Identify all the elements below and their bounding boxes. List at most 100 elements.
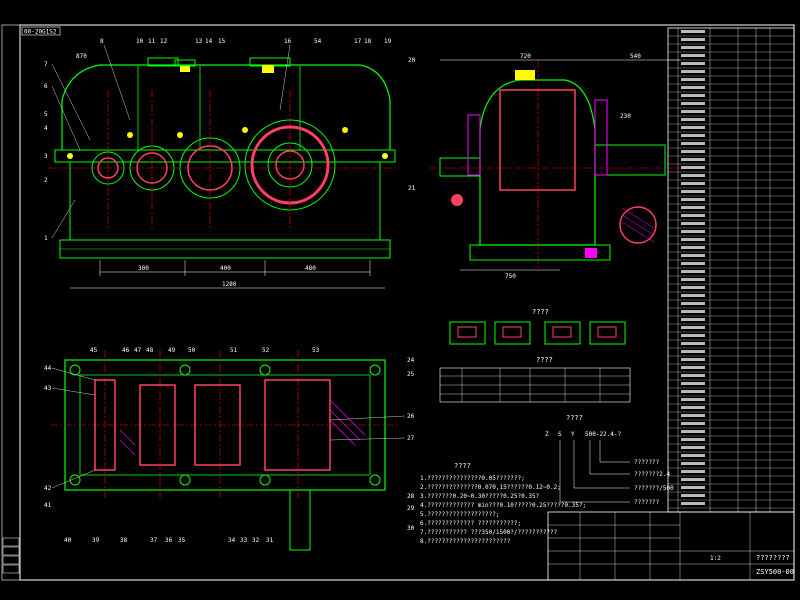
parts-list-entry-mark [681, 238, 705, 241]
callout-front: 21 [408, 185, 416, 192]
params-table-title: ???? [536, 356, 553, 364]
callout-plan: 34 [228, 537, 236, 544]
callout-plan: 37 [150, 537, 158, 544]
callout-front: 15 [218, 38, 226, 45]
parts-list-entry-mark [681, 102, 705, 105]
model-note: ???????/500 [634, 485, 674, 492]
callout-plan: 33 [240, 537, 248, 544]
parts-list-entry-mark [681, 438, 705, 441]
parts-list-entry-mark [681, 142, 705, 145]
callout-front: 6 [44, 83, 48, 90]
parts-list-entry-mark [681, 182, 705, 185]
callout-plan: 32 [252, 537, 260, 544]
parts-list-entry-mark [681, 190, 705, 193]
model-note: ??????? [634, 499, 660, 506]
title-part-label: ???????? [756, 554, 790, 562]
tech-req-line: 4.????????????? min???0.10?????0.25?????… [420, 502, 586, 509]
callout-plan: 36 [165, 537, 173, 544]
margin-box [2, 564, 20, 574]
callout-plan: 48 [146, 347, 154, 354]
callout-plan: 25 [407, 371, 415, 378]
dim-side-750: 750 [505, 273, 516, 280]
front-view: 300 400 480 1280 870 8 10 11 12 13 14 15… [44, 38, 416, 289]
callout-plan: 52 [262, 347, 270, 354]
callout-front: 1 [44, 235, 48, 242]
callout-plan: 50 [188, 347, 196, 354]
tech-req-line: 7.??????????? ???350/1500?/??????????? [420, 529, 558, 536]
parts-list-entry-mark [681, 78, 705, 81]
callout-front: 14 [205, 38, 213, 45]
dim-front-400: 400 [220, 265, 231, 272]
parts-list-entry-mark [681, 398, 705, 401]
title-block: ???????? ZSY500-00 1:2 [547, 511, 795, 581]
model-code-title: ???? [566, 414, 583, 422]
parts-list-entry-mark [681, 366, 705, 369]
tech-req-line: 3.???????0.20~0.30?????0.25?0.35? [420, 493, 540, 500]
callout-plan: 49 [168, 347, 176, 354]
parts-list-entry-mark [681, 134, 705, 137]
tech-req-line: 8.??????????????????????? [420, 538, 511, 545]
callout-plan: 46 [122, 347, 130, 354]
tech-requirements: ???? 1.???????????????0.05???????; 2.???… [420, 462, 586, 545]
callout-plan: 45 [90, 347, 98, 354]
parts-list-entry-mark [681, 230, 705, 233]
callout-plan: 39 [92, 537, 100, 544]
lube-sketches: ???? [449, 308, 626, 345]
callout-plan: 41 [44, 502, 52, 509]
title-drawing-name: ZSY500-00 [756, 568, 794, 576]
callout-plan: 30 [407, 525, 415, 532]
parts-list-entry-mark [681, 502, 705, 505]
parts-list-entry-mark [681, 342, 705, 345]
parts-list-entry-mark [681, 158, 705, 161]
parts-list-entry-mark [681, 214, 705, 217]
parts-list-entry-mark [681, 38, 705, 41]
callout-front: 11 [148, 38, 156, 45]
parts-list-entry-mark [681, 278, 705, 281]
model-letter-y: Y [571, 431, 575, 438]
parts-list-entry-mark [681, 310, 705, 313]
dim-front-1280: 1280 [222, 281, 237, 288]
callout-front: 54 [314, 38, 322, 45]
callout-front: 8 [100, 38, 104, 45]
callout-plan: 44 [44, 365, 52, 372]
margin-box [2, 546, 20, 556]
model-spec: 500-22.4-? [585, 431, 622, 438]
parts-list-entry-mark [681, 334, 705, 337]
model-note: ??????? [634, 459, 660, 466]
callout-front: 17 [354, 38, 362, 45]
callout-front: 3 [44, 153, 48, 160]
parts-list-entry-mark [681, 94, 705, 97]
parts-list-entry-mark [681, 150, 705, 153]
model-letter-s: S [558, 431, 562, 438]
model-code-block: ???? Z S Y 500-22.4-? ??????? ???????2.4… [545, 414, 674, 506]
parts-list-entry-mark [681, 206, 705, 209]
dim-front-870: 870 [76, 53, 87, 60]
tech-req-line: 5.???????????????????; [420, 511, 499, 518]
parts-list-entry-mark [681, 390, 705, 393]
dim-front-480: 480 [305, 265, 316, 272]
parts-list-entry-mark [681, 286, 705, 289]
callout-front: 12 [160, 38, 168, 45]
callout-plan: 42 [44, 485, 52, 492]
tech-req-line: 6.????????????? ???????????; [420, 520, 521, 527]
callout-front: 5 [44, 111, 48, 118]
parts-list-entry-mark [681, 406, 705, 409]
callout-front: 10 [136, 38, 144, 45]
margin-box [2, 555, 20, 565]
callout-front: 13 [195, 38, 203, 45]
parts-list-entry-mark [681, 302, 705, 305]
callout-plan: 31 [266, 537, 274, 544]
parts-list-entry-mark [681, 318, 705, 321]
callout-front: 7 [44, 61, 48, 68]
tech-req-title: ???? [454, 462, 471, 470]
parts-list-entry-mark [681, 62, 705, 65]
parts-list-entry-mark [681, 30, 705, 33]
callout-front: 2 [44, 177, 48, 184]
callout-front: 20 [408, 57, 416, 64]
callout-front: 4 [44, 125, 48, 132]
parts-list-entry-mark [681, 446, 705, 449]
dim-side-540: 540 [630, 53, 641, 60]
dim-side-230: 230 [620, 113, 631, 120]
callout-front: 16 [284, 38, 292, 45]
